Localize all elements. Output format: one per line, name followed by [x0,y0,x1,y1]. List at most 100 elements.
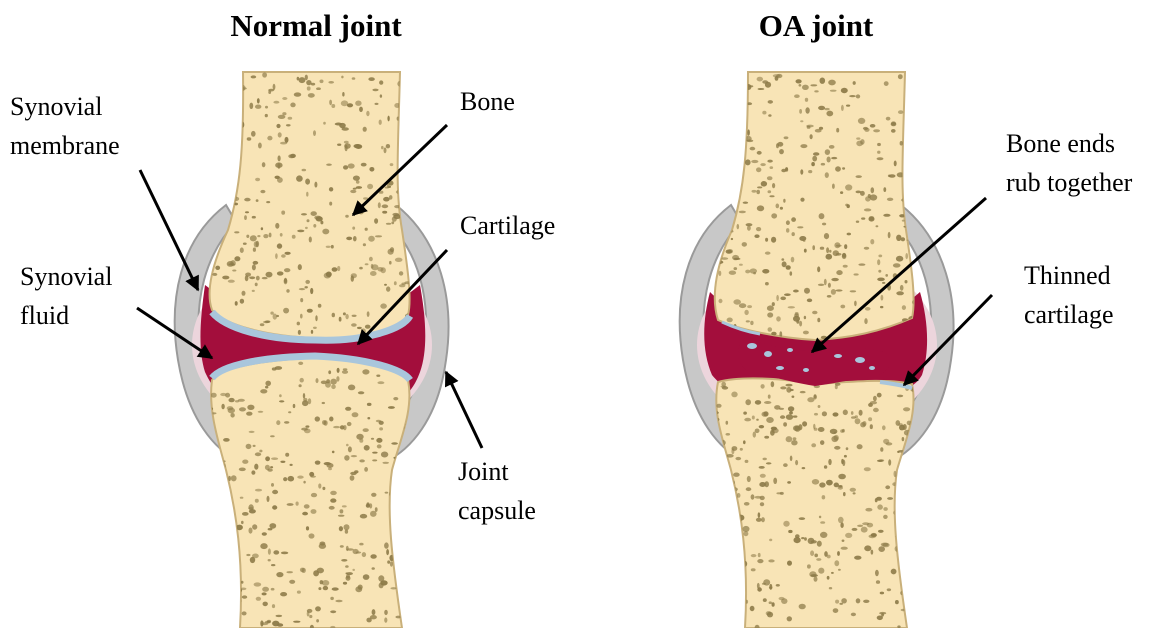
bone-pore [715,476,718,482]
bone-pore [791,440,797,445]
bone-pore [718,164,723,168]
bone-pore [345,215,349,218]
bone-pore [259,450,262,453]
bone-pore [348,163,355,168]
label-synovial-membrane-line1: Synovial [10,92,102,121]
bone-pore [380,94,382,97]
bone-pore [783,422,787,426]
bone-pore [825,172,829,178]
bone-pore [362,552,366,557]
bone-pore [825,149,830,155]
bone-pore [718,169,725,172]
bone-pore [800,169,803,174]
bone-pore [384,147,387,153]
bone-pore [805,98,808,102]
bone-pore [378,202,381,208]
bone-pore [893,510,900,515]
bone-pore [898,499,901,501]
bone-pore [760,496,765,500]
cartilage-fragment [869,366,875,370]
bone-pore [835,383,841,386]
bone-pore [328,81,334,84]
bone-pore [388,249,394,255]
bone-pore [269,233,272,238]
bone-pore [825,108,830,110]
bone-pore [337,266,340,271]
bone-pore [761,517,765,522]
bone-pore [915,547,921,550]
bone-pore [256,199,259,202]
bone-pore [403,593,408,599]
bone-pore [917,280,924,283]
bone-pore [796,79,802,83]
bone-pore [301,213,307,215]
bone-pore [799,517,805,520]
bone-pore [203,197,207,202]
bone-pore [723,605,729,611]
bone-pore [836,245,842,247]
label-bone: Bone [460,87,515,116]
bone-pore [751,494,755,499]
bone-pore [297,322,300,326]
bone-pore [726,624,732,628]
bone-pore [284,421,289,424]
bone-pore [306,192,308,197]
bone-pore [276,124,280,128]
bone-pore [713,134,717,137]
bone-pore [877,616,883,621]
bone-pore [222,182,224,187]
bone-pore [258,143,262,149]
bone-pore [760,163,765,166]
bone-pore [757,77,763,82]
bone-pore [716,404,721,408]
bone-pore [363,574,370,580]
bone-pore [767,312,773,317]
bone-pore [370,511,377,517]
bone-pore [750,606,755,611]
bone-pore [249,103,253,109]
bone-pore [238,112,241,115]
bone-pore [252,524,257,529]
bone-pore [213,538,218,544]
bone-pore [242,460,248,464]
bone-pore [869,217,875,222]
bone-pore [401,113,405,116]
bone-pore [240,87,247,90]
bone-pore [786,228,789,233]
bone-pore [752,416,755,420]
bone-pore [845,204,848,207]
bone-pore [708,91,713,93]
bone-pore [918,442,922,445]
bone-pore [299,288,305,290]
bone-pore [346,572,353,575]
bone-pore [222,492,226,495]
bone-pore [787,561,792,566]
bone-pore [245,211,249,213]
bone-pore [270,312,273,315]
bone-pore [218,517,223,521]
bone-pore [356,434,363,440]
bone-pore [744,418,751,422]
bone-pore [365,325,371,329]
bone-pore [737,612,742,618]
bone-pore [905,280,908,283]
bone-pore [225,106,231,112]
bone-pore [298,330,301,335]
bone-pore [916,486,918,490]
bone-pore [877,393,882,398]
bone-pore [768,114,771,117]
bone-pore [771,237,776,243]
bone-pore [367,311,370,317]
bone-pore [819,127,823,130]
bone-pore [346,546,349,551]
bone-pore [234,256,240,261]
bone-pore [265,381,271,386]
bone-pore [365,228,368,231]
bone-pore [864,247,869,250]
bone-pore [894,471,897,477]
bone-pore [838,474,846,480]
bone-pore [915,452,921,457]
bone-pore [382,204,389,208]
bone-pore [403,157,408,161]
bone-pore [221,152,226,157]
